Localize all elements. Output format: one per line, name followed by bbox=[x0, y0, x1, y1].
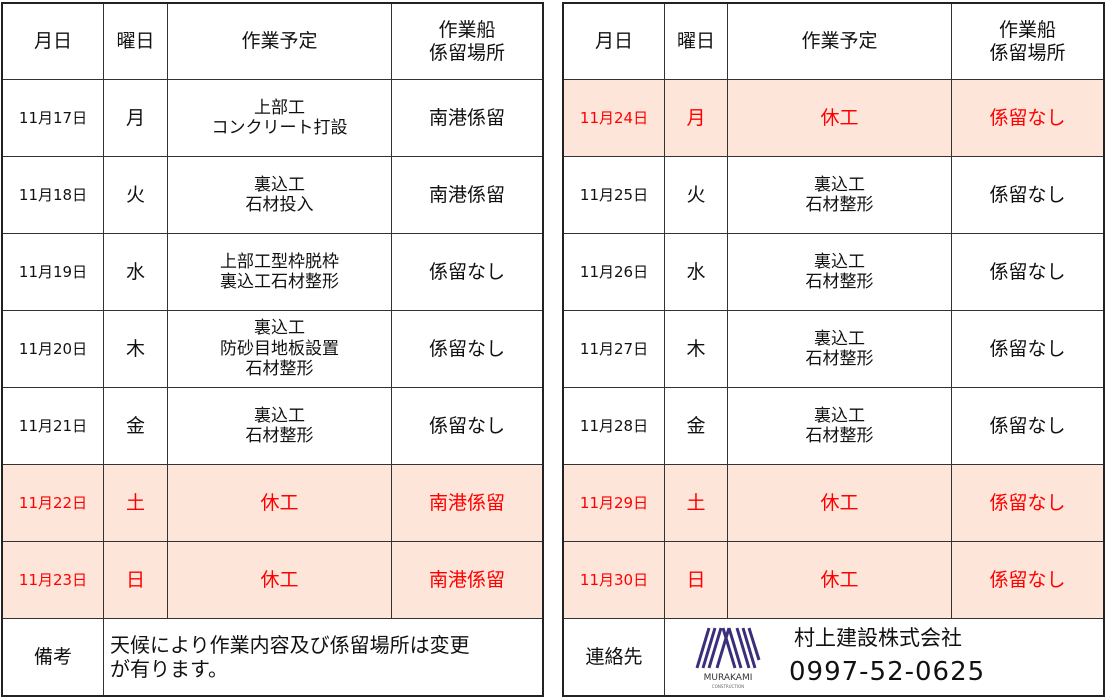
header-date: 月日 bbox=[3, 4, 104, 80]
task-cell: 上部工 コンクリート打設 bbox=[168, 80, 392, 157]
task-cell: 裏込工 石材整形 bbox=[728, 311, 952, 388]
task-cell: 上部工型枠脱枠 裏込工石材整形 bbox=[168, 234, 392, 311]
day-cell: 土 bbox=[104, 465, 168, 542]
svg-text:CONSTRUCTION: CONSTRUCTION bbox=[712, 684, 744, 689]
day-cell: 月 bbox=[104, 80, 168, 157]
header-day: 曜日 bbox=[104, 4, 168, 80]
header-task: 作業予定 bbox=[728, 4, 952, 80]
mooring-cell: 係留なし bbox=[392, 388, 542, 465]
company-name: 村上建設株式会社 bbox=[794, 626, 962, 650]
mooring-cell: 南港係留 bbox=[392, 157, 542, 234]
task-cell: 裏込工 石材整形 bbox=[728, 157, 952, 234]
date-cell: 11月30日 bbox=[564, 542, 665, 619]
date-cell: 11月18日 bbox=[3, 157, 104, 234]
task-cell: 裏込工 石材投入 bbox=[168, 157, 392, 234]
mooring-cell: 南港係留 bbox=[392, 80, 542, 157]
mooring-cell: 係留なし bbox=[952, 157, 1103, 234]
header-date: 月日 bbox=[564, 4, 665, 80]
day-cell: 金 bbox=[665, 388, 728, 465]
mooring-cell: 係留なし bbox=[392, 234, 542, 311]
task-cell: 裏込工 防砂目地板設置 石材整形 bbox=[168, 311, 392, 388]
day-cell: 木 bbox=[104, 311, 168, 388]
header-day: 曜日 bbox=[665, 4, 728, 80]
day-cell: 金 bbox=[104, 388, 168, 465]
date-cell: 11月26日 bbox=[564, 234, 665, 311]
day-cell: 火 bbox=[665, 157, 728, 234]
murakami-logo: MURAKAMI CONSTRUCTION bbox=[695, 627, 761, 689]
mooring-cell: 係留なし bbox=[392, 311, 542, 388]
mooring-cell: 南港係留 bbox=[392, 465, 542, 542]
day-cell: 日 bbox=[104, 542, 168, 619]
mooring-cell: 係留なし bbox=[952, 388, 1103, 465]
date-cell: 11月24日 bbox=[564, 80, 665, 157]
date-cell: 11月20日 bbox=[3, 311, 104, 388]
date-cell: 11月27日 bbox=[564, 311, 665, 388]
mooring-cell: 係留なし bbox=[952, 80, 1103, 157]
contact-label: 連絡先 bbox=[564, 619, 665, 695]
task-cell: 裏込工 石材整形 bbox=[728, 234, 952, 311]
mooring-cell: 係留なし bbox=[952, 234, 1103, 311]
remarks-label: 備考 bbox=[3, 619, 104, 695]
remarks-text: 天候により作業内容及び係留場所は変更 が有ります。 bbox=[110, 633, 470, 681]
task-cell: 休工 bbox=[168, 465, 392, 542]
date-cell: 11月28日 bbox=[564, 388, 665, 465]
header-task: 作業予定 bbox=[168, 4, 392, 80]
task-cell: 裏込工 石材整形 bbox=[168, 388, 392, 465]
task-cell: 休工 bbox=[728, 465, 952, 542]
date-cell: 11月25日 bbox=[564, 157, 665, 234]
header-mooring: 作業船 係留場所 bbox=[392, 4, 542, 80]
day-cell: 木 bbox=[665, 311, 728, 388]
mooring-cell: 係留なし bbox=[952, 311, 1103, 388]
svg-text:MURAKAMI: MURAKAMI bbox=[704, 673, 753, 683]
day-cell: 日 bbox=[665, 542, 728, 619]
task-cell: 休工 bbox=[168, 542, 392, 619]
mooring-cell: 係留なし bbox=[952, 465, 1103, 542]
mooring-cell: 南港係留 bbox=[392, 542, 542, 619]
day-cell: 月 bbox=[665, 80, 728, 157]
day-cell: 土 bbox=[665, 465, 728, 542]
date-cell: 11月22日 bbox=[3, 465, 104, 542]
task-cell: 休工 bbox=[728, 80, 952, 157]
mooring-cell: 係留なし bbox=[952, 542, 1103, 619]
date-cell: 11月21日 bbox=[3, 388, 104, 465]
date-cell: 11月19日 bbox=[3, 234, 104, 311]
day-cell: 水 bbox=[665, 234, 728, 311]
header-mooring: 作業船 係留場所 bbox=[952, 4, 1103, 80]
task-cell: 休工 bbox=[728, 542, 952, 619]
task-cell: 裏込工 石材整形 bbox=[728, 388, 952, 465]
phone-number: 0997-52-0625 bbox=[789, 657, 986, 687]
date-cell: 11月17日 bbox=[3, 80, 104, 157]
day-cell: 水 bbox=[104, 234, 168, 311]
date-cell: 11月23日 bbox=[3, 542, 104, 619]
date-cell: 11月29日 bbox=[564, 465, 665, 542]
day-cell: 火 bbox=[104, 157, 168, 234]
